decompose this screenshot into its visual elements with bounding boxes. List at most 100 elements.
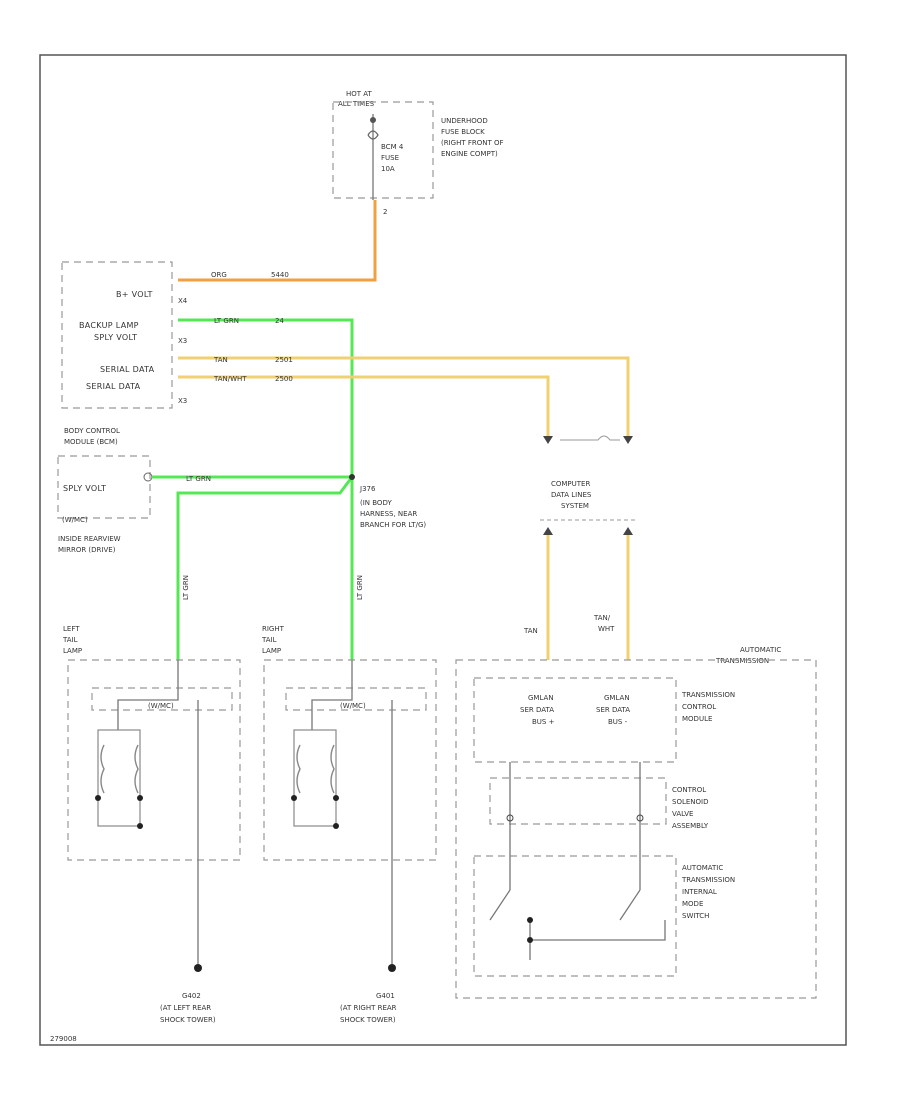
mirror-caption-1: INSIDE REARVIEW: [58, 535, 121, 543]
right-lamp-sub: (W/MC): [340, 702, 366, 710]
right-ground-desc-2: SHOCK TOWER): [340, 1016, 396, 1024]
left-bulb-2-icon: [134, 744, 139, 794]
solenoid-label-2: SOLENOID: [672, 798, 708, 806]
switch-a-icon: [489, 889, 511, 921]
solenoid-node-a: [506, 814, 514, 822]
right-bulb-1-node: [291, 795, 297, 801]
bcm-pin-serial-data-1: SERIAL DATA: [100, 365, 155, 374]
tcm-label-1: TRANSMISSION: [681, 691, 735, 699]
data-line-arrow-icons: [543, 436, 633, 444]
switch-b-icon: [619, 889, 641, 921]
mode-switch-label-1: AUTOMATIC: [682, 864, 723, 872]
tcm-label-3: MODULE: [682, 715, 712, 723]
hot-label-2: ALL TIMES: [338, 100, 375, 108]
gmlan-plus-label-2: SER DATA: [520, 706, 554, 714]
splice-desc-2: HARNESS, NEAR: [360, 510, 417, 518]
splice-desc-1: (IN BODY: [360, 499, 392, 507]
left-lamp-inner-outline: [91, 687, 233, 711]
left-bulb-1-icon: [100, 744, 105, 794]
bcm-connector-2: X3: [178, 337, 187, 345]
left-ground-desc-2: SHOCK TOWER): [160, 1016, 216, 1024]
splice-desc-3: BRANCH FOR LT/G): [360, 521, 426, 529]
solenoid-outline: [489, 777, 667, 825]
transmission-outline: [455, 659, 817, 999]
switch-node-1: [527, 917, 533, 923]
serial-data-wire-2: [178, 375, 550, 440]
right-lamp-ground-node: [333, 823, 339, 829]
left-lamp-ground-node: [137, 823, 143, 829]
gmlan-plus-wire-color: TAN: [523, 627, 538, 635]
mirror-caption-2: MIRROR (DRIVE): [58, 546, 116, 554]
right-lamp-outline: [263, 659, 437, 861]
left-lamp-title-1: LEFT: [63, 625, 80, 633]
body-control-module: B+ VOLT X4 BACKUP LAMP SPLY VOLT X3 SERI…: [61, 261, 188, 446]
footer-code: 279008: [50, 1035, 77, 1043]
data-line-arrow-up-icons: [543, 527, 633, 535]
fuse-block-desc-3: (RIGHT FRONT OF: [441, 139, 504, 147]
right-lamp-inner-outline: [285, 687, 427, 711]
right-lamp-title-2: TAIL: [261, 636, 277, 644]
tan-wire-2-color: TAN/WHT: [213, 375, 247, 383]
data-lines-title-3: SYSTEM: [561, 502, 589, 510]
left-lamp-sub: (W/MC): [148, 702, 174, 710]
splice-node: [349, 474, 355, 480]
fuse-word: FUSE: [381, 154, 399, 162]
left-lamp-title-2: TAIL: [62, 636, 78, 644]
right-lamp-wire-color: LT GRN: [356, 575, 364, 600]
bcm-outline: [61, 261, 173, 409]
gmlan-minus-wire-color-1: TAN/: [593, 614, 611, 622]
fuse-top-node: [370, 117, 376, 123]
right-ground-icon: [388, 964, 396, 972]
orange-wire-color: ORG: [211, 271, 227, 279]
mode-switch-outline: [473, 855, 677, 977]
tcm-label-2: CONTROL: [682, 703, 716, 711]
left-bulb-2-node: [137, 795, 143, 801]
gmlan-minus-label-1: GMLAN: [604, 694, 630, 702]
gmlan-minus-label-2: SER DATA: [596, 706, 630, 714]
right-lamp-bulb-frame: [293, 729, 337, 827]
b-plus-wire: [178, 200, 377, 282]
bcm-pin-serial-data-2: SERIAL DATA: [86, 382, 141, 391]
gmlan-minus-label-3: BUS -: [608, 718, 628, 726]
bcm-pin-b-plus: B+ VOLT: [116, 290, 153, 299]
data-lines-title-1: COMPUTER: [551, 480, 590, 488]
tan-wire-1-circuit: 2501: [275, 356, 293, 364]
splice-id: J376: [359, 485, 376, 493]
fuse-name: BCM 4: [381, 143, 404, 151]
left-lamp-bulb-frame: [97, 729, 141, 827]
fuse-block-desc-1: UNDERHOOD: [441, 117, 488, 125]
right-bulb-2-node: [333, 795, 339, 801]
mode-switch-label-4: MODE: [682, 900, 703, 908]
mirror-outline: [57, 455, 151, 519]
fuse-block-desc-2: FUSE BLOCK: [441, 128, 485, 136]
bcm-name-2: MODULE (BCM): [64, 438, 118, 446]
fuse-icon: [367, 130, 379, 140]
data-line-break: [560, 435, 620, 441]
right-lamp-title-3: LAMP: [262, 647, 281, 655]
left-lamp-internal-feed: [117, 660, 179, 730]
switch-common-wire: [529, 920, 666, 960]
bcm-pin-sply-volt: SPLY VOLT: [94, 333, 137, 342]
left-lamp-outline: [67, 659, 241, 861]
fuse-block-pin: 2: [383, 208, 387, 216]
gmlan-minus-wire-color-2: WHT: [598, 625, 615, 633]
mirror-wire-color: LT GRN: [186, 475, 211, 483]
inside-rearview-mirror: SPLY VOLT (W/MC) INSIDE REARVIEW MIRROR …: [57, 455, 153, 554]
right-ground-desc-1: (AT RIGHT REAR: [340, 1004, 397, 1012]
transmission-title-1: AUTOMATIC: [740, 646, 781, 654]
tan-wire-1-color: TAN: [213, 356, 228, 364]
bcm-pin-backup-lamp: BACKUP LAMP: [79, 321, 139, 330]
fuse-block-desc-4: ENGINE COMPT): [441, 150, 498, 158]
mirror-connector-icon: [143, 472, 153, 482]
hot-label-1: HOT AT: [346, 90, 373, 98]
bcm-connector-1: X4: [178, 297, 188, 305]
bcm-name-1: BODY CONTROL: [64, 427, 120, 435]
left-lamp-title-3: LAMP: [63, 647, 82, 655]
solenoid-label-4: ASSEMBLY: [672, 822, 709, 830]
gmlan-plus-label-3: BUS +: [532, 718, 555, 726]
tan-wire-2-circuit: 2500: [275, 375, 293, 383]
fuse-block-outline: [332, 101, 434, 199]
solenoid-label-1: CONTROL: [672, 786, 706, 794]
green-wire-color: LT GRN: [214, 317, 239, 325]
